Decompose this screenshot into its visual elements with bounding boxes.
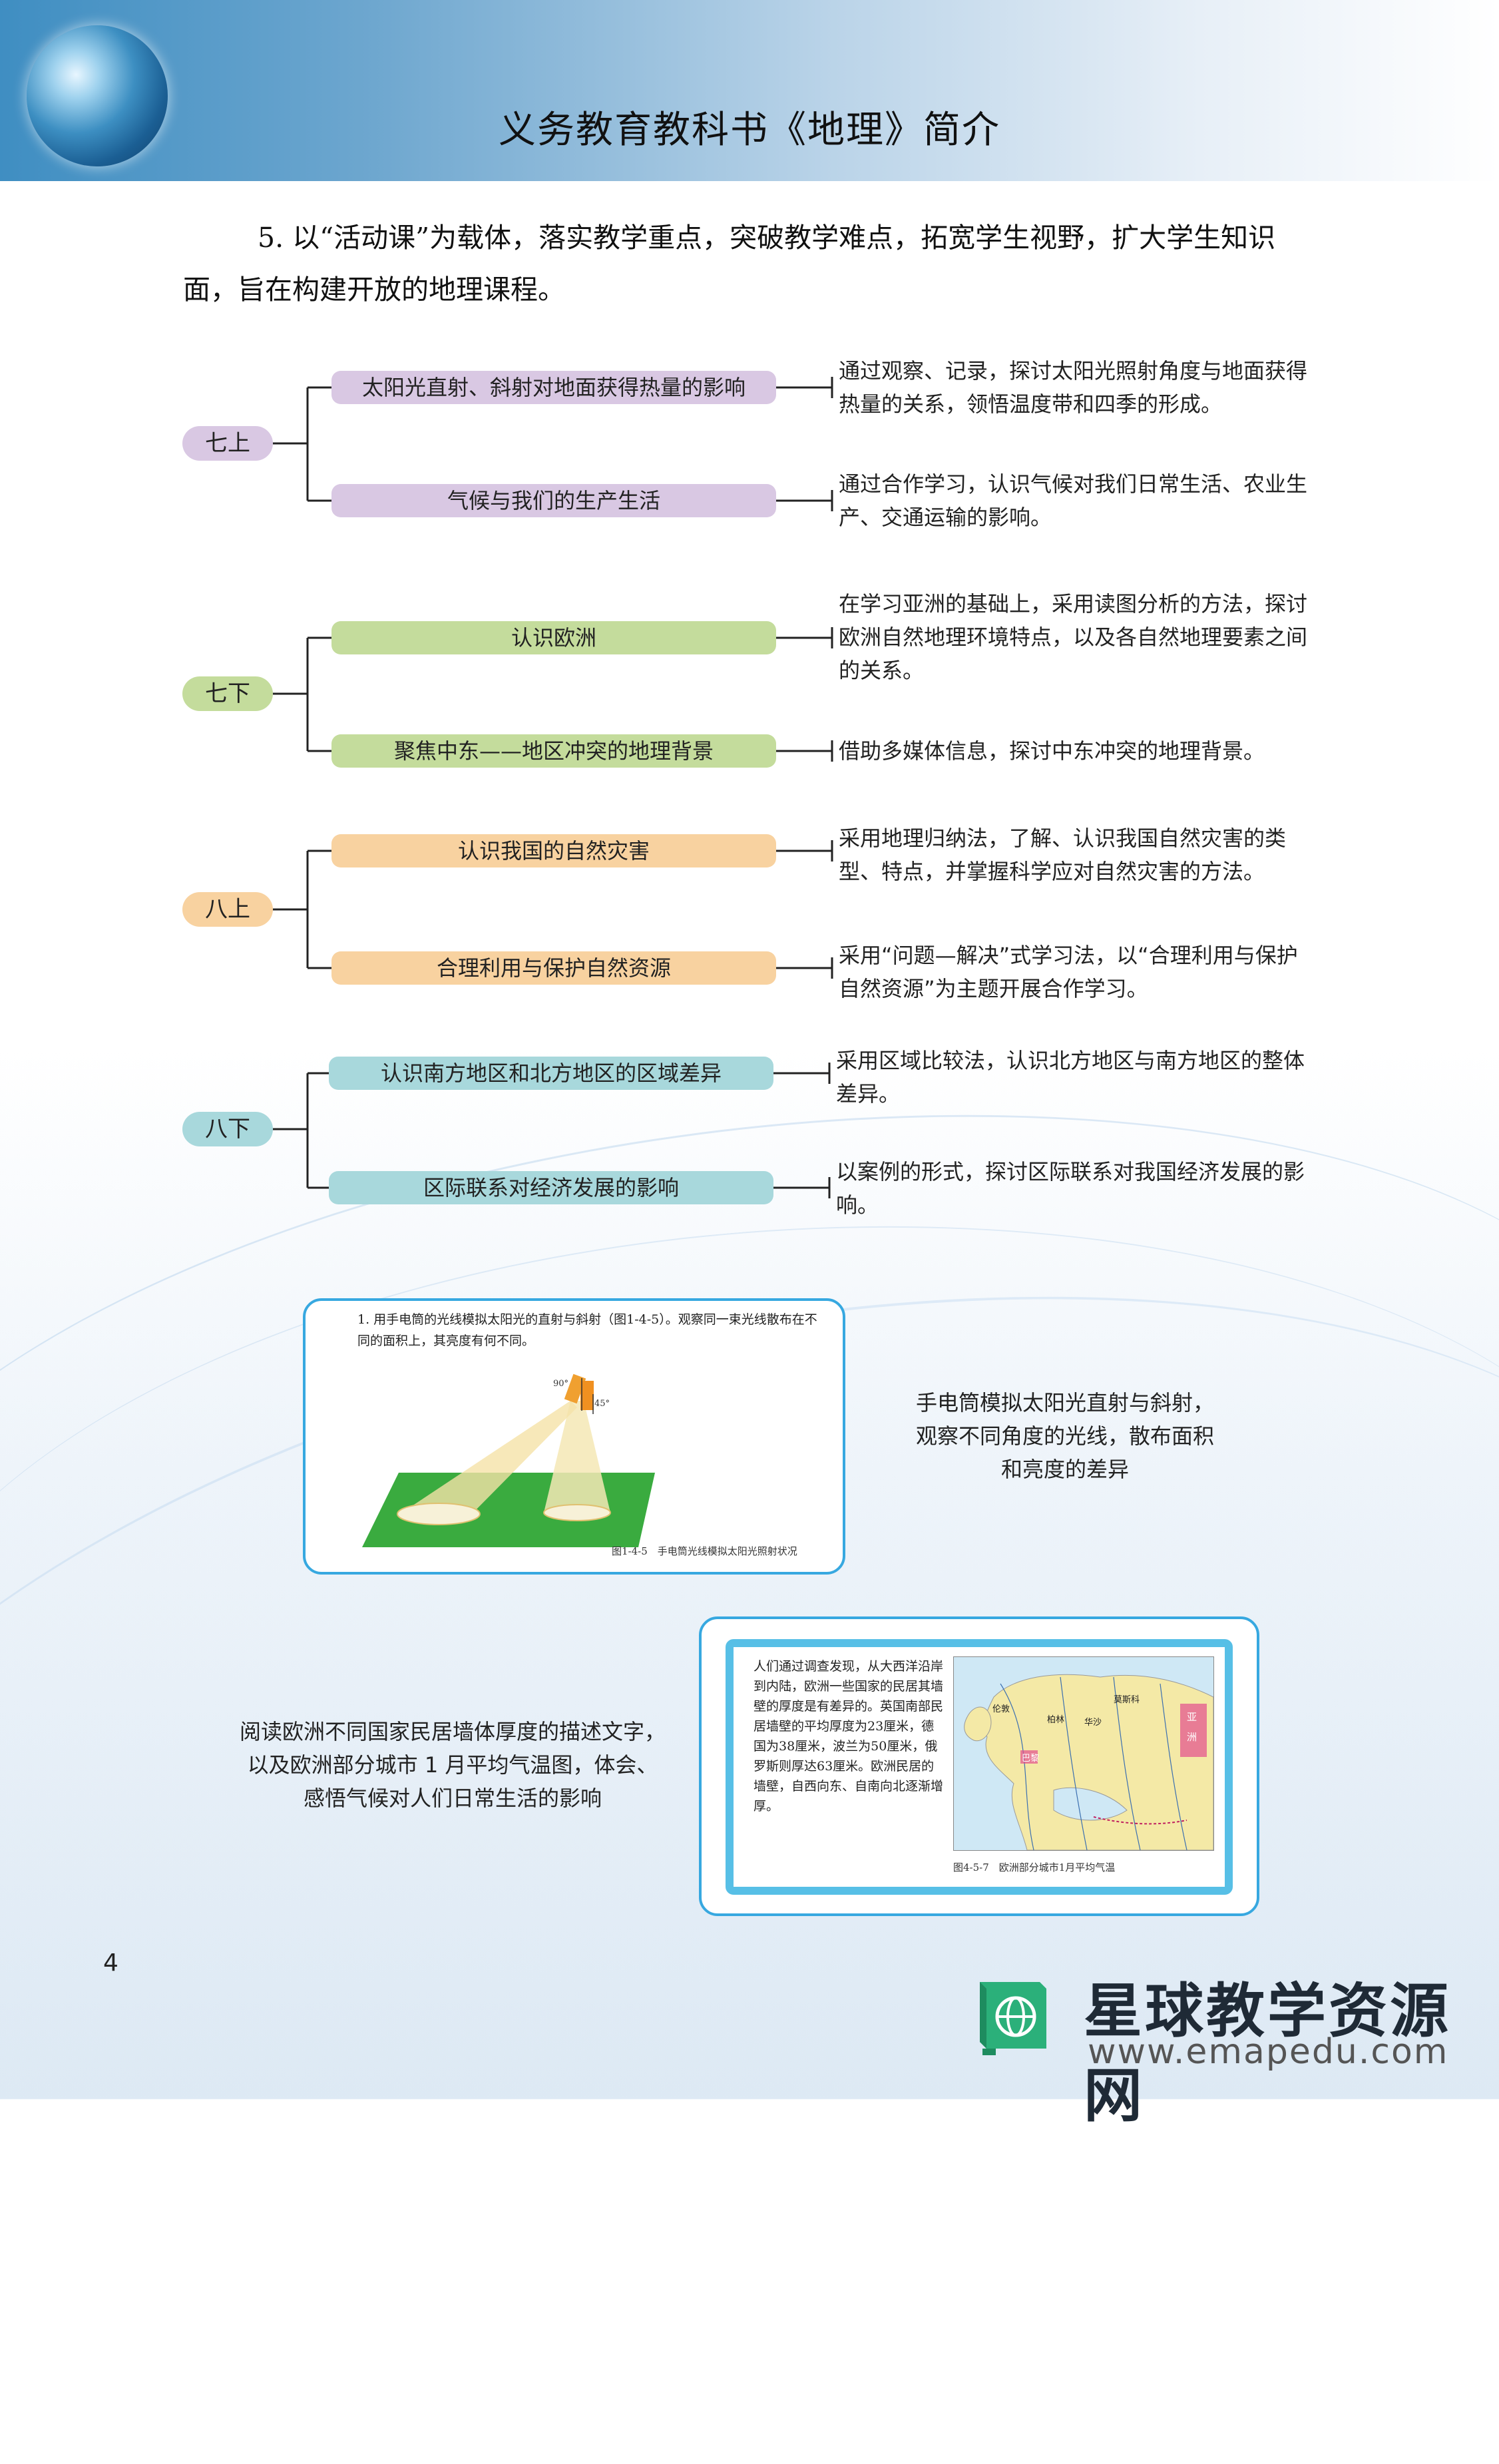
- note-line: 感悟气候对人们日常生活的影响: [303, 1786, 602, 1811]
- map-label: 莫斯科: [1114, 1695, 1140, 1705]
- page-header: 义务教育教科书《地理》简介: [0, 0, 1499, 181]
- topic-box: 气候与我们的生产生活: [331, 484, 776, 517]
- topic-description: 在学习亚洲的基础上，采用读图分析的方法，探讨欧洲自然地理环境特点，以及各自然地理…: [839, 591, 1308, 683]
- topic-box: 聚焦中东——地区冲突的地理背景: [331, 734, 776, 768]
- topic-description: 采用“问题—解决”式学习法，以“合理利用与保护自然资源”为主题开展合作学习。: [839, 943, 1298, 1001]
- figure1-note: 手电筒模拟太阳光直射与斜射， 观察不同角度的光线，散布面积 和亮度的差异: [859, 1386, 1271, 1486]
- topic-box: 认识欧洲: [331, 621, 776, 654]
- map-label: 伦敦: [992, 1704, 1010, 1714]
- topic-description: 通过合作学习，认识气候对我们日常生活、农业生产、交通运输的影响。: [839, 471, 1308, 530]
- note-line: 观察不同角度的光线，散布面积: [915, 1423, 1214, 1449]
- grade-badge: 七下: [182, 676, 273, 711]
- note-line: 阅读欧洲不同国家民居墙体厚度的描述文字，: [239, 1719, 666, 1744]
- grade-badge: 八下: [182, 1112, 273, 1146]
- note-line: 手电筒模拟太阳光直射与斜射，: [915, 1390, 1214, 1415]
- intro-paragraph: 5. 以“活动课”为载体，落实教学重点，突破教学难点，拓宽学生视野，扩大学生知识…: [183, 222, 1276, 306]
- map-label: 巴黎: [1022, 1754, 1039, 1764]
- map-label: 亚: [1187, 1711, 1197, 1723]
- figure-text: 人们通过调查发现，从大西洋沿岸到内陆，欧洲一些国家的民居其墙壁的厚度是有差异的。…: [753, 1659, 944, 1814]
- topic-description: 采用地理归纳法，了解、认识我国自然灾害的类型、特点，并掌握科学应对自然灾害的方法…: [839, 826, 1287, 884]
- note-line: 和亮度的差异: [1000, 1457, 1129, 1482]
- map-label: 洲: [1187, 1731, 1197, 1743]
- map-label: 华沙: [1084, 1718, 1102, 1728]
- note-line: 以及欧洲部分城市 1 月平均气温图，体会、: [247, 1752, 658, 1778]
- page-title: 义务教育教科书《地理》简介: [499, 109, 1000, 152]
- figure2-note: 阅读欧洲不同国家民居墙体厚度的描述文字， 以及欧洲部分城市 1 月平均气温图，体…: [213, 1715, 692, 1815]
- map-label: 柏林: [1047, 1715, 1064, 1725]
- book-globe-icon: [980, 1982, 1046, 2055]
- figure-text: 1. 用手电筒的光线模拟太阳光的直射与斜射（图1-4-5）。观察同一束光线散布在…: [357, 1312, 817, 1348]
- page-number: 4: [103, 1949, 118, 1977]
- topic-description: 借助多媒体信息，探讨中东冲突的地理背景。: [839, 738, 1265, 764]
- globe-icon: [27, 25, 168, 166]
- figure-caption: 图1-4-5 手电筒光线模拟太阳光照射状况: [612, 1545, 797, 1557]
- grade-badge: 八上: [182, 892, 273, 927]
- flashlight-figure: 1. 用手电筒的光线模拟太阳光的直射与斜射（图1-4-5）。观察同一束光线散布在…: [303, 1298, 845, 1575]
- figure-frame: 人们通过调查发现，从大西洋沿岸到内陆，欧洲一些国家的民居其墙壁的厚度是有差异的。…: [726, 1639, 1233, 1895]
- europe-figure: 人们通过调查发现，从大西洋沿岸到内陆，欧洲一些国家的民居其墙壁的厚度是有差异的。…: [699, 1616, 1259, 1916]
- topic-description: 采用区域比较法，认识北方地区与南方地区的整体差异。: [836, 1048, 1305, 1107]
- grade-badge: 七上: [182, 426, 273, 461]
- europe-temperature-map: 伦敦 柏林 莫斯科 华沙 亚 洲 巴黎: [953, 1656, 1214, 1851]
- topic-box: 合理利用与保护自然资源: [331, 951, 776, 985]
- topic-description: 通过观察、记录，探讨太阳光照射角度与地面获得热量的关系，领悟温度带和四季的形成。: [839, 358, 1308, 417]
- logo-url: www.emapedu.com: [1088, 2032, 1449, 2072]
- topic-box: 认识南方地区和北方地区的区域差异: [329, 1057, 773, 1090]
- figure-caption: 图4-5-7 欧洲部分城市1月平均气温: [953, 1861, 1116, 1873]
- tree-connectors: [273, 377, 833, 1198]
- topic-description: 以案例的形式，探讨区际联系对我国经济发展的影响。: [836, 1159, 1305, 1218]
- angle-label: 90°: [553, 1379, 568, 1389]
- topic-box: 太阳光直射、斜射对地面获得热量的影响: [331, 371, 776, 404]
- flashlight-illustration: 90° 45°: [362, 1373, 655, 1547]
- angle-label: 45°: [594, 1399, 610, 1409]
- topic-box: 认识我国的自然灾害: [331, 834, 776, 867]
- topic-box: 区际联系对经济发展的影响: [329, 1171, 773, 1204]
